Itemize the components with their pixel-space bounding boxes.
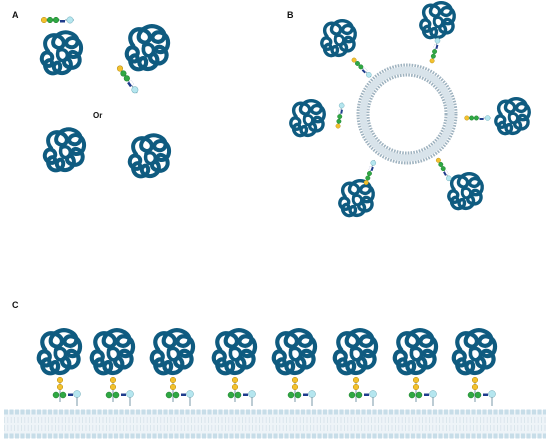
glycan-chain-icon xyxy=(334,101,346,130)
protein-coil-icon xyxy=(419,0,456,40)
protein-coil-icon xyxy=(335,330,376,373)
panel-label-b: B xyxy=(287,10,294,20)
glycan-chain-icon xyxy=(408,376,437,407)
anchored-protein xyxy=(214,330,256,407)
protein-coil-icon xyxy=(320,18,357,58)
panel-b xyxy=(289,0,531,218)
protein-coil-icon xyxy=(274,330,315,373)
anchored-protein xyxy=(274,330,316,407)
protein-coil-icon xyxy=(214,330,255,373)
or-label: Or xyxy=(93,111,102,120)
protein-coil-icon xyxy=(127,133,172,179)
protein-coil-icon xyxy=(395,330,436,373)
anchored-protein xyxy=(454,330,496,407)
anchored-protein xyxy=(39,330,81,407)
panel-label-a: A xyxy=(12,10,19,20)
glycan-chain-icon xyxy=(165,376,194,407)
protein-coil-icon xyxy=(494,96,531,136)
glycan-chain-icon xyxy=(464,115,492,121)
glycan-chain-icon xyxy=(52,376,81,407)
glycan-chain-icon xyxy=(227,376,256,407)
glycan-chain-icon xyxy=(467,376,496,407)
anchored-protein xyxy=(335,330,377,407)
glycan-chain-icon xyxy=(434,156,454,183)
protein-coil-icon xyxy=(447,171,484,211)
protein-coil-icon xyxy=(42,127,87,173)
protein-coil-icon xyxy=(152,330,193,373)
protein-coil-icon xyxy=(289,98,326,138)
panel-label-c: C xyxy=(12,300,19,310)
glycan-chain-icon xyxy=(362,158,378,186)
anchored-protein xyxy=(395,330,437,407)
glycan-chain-icon xyxy=(428,36,442,65)
glycan-chain-icon xyxy=(350,56,374,80)
glycan-chain-icon xyxy=(348,376,377,407)
protein-coil-icon xyxy=(338,178,375,218)
liposome-icon xyxy=(356,63,458,165)
panel-a xyxy=(39,16,172,179)
protein-coil-icon xyxy=(39,30,84,76)
glycan-chain-icon xyxy=(40,16,75,24)
protein-coil-icon xyxy=(39,330,80,373)
protein-coil-icon xyxy=(454,330,495,373)
protein-coil-icon xyxy=(127,26,168,69)
lipid-bilayer-icon xyxy=(4,409,546,439)
glycan-chain-icon xyxy=(105,376,134,407)
anchored-protein xyxy=(152,330,194,407)
anchored-protein xyxy=(92,330,134,407)
protein-coil-icon xyxy=(92,330,133,373)
panel-c xyxy=(4,330,546,439)
glycan-chain-icon xyxy=(287,376,316,407)
